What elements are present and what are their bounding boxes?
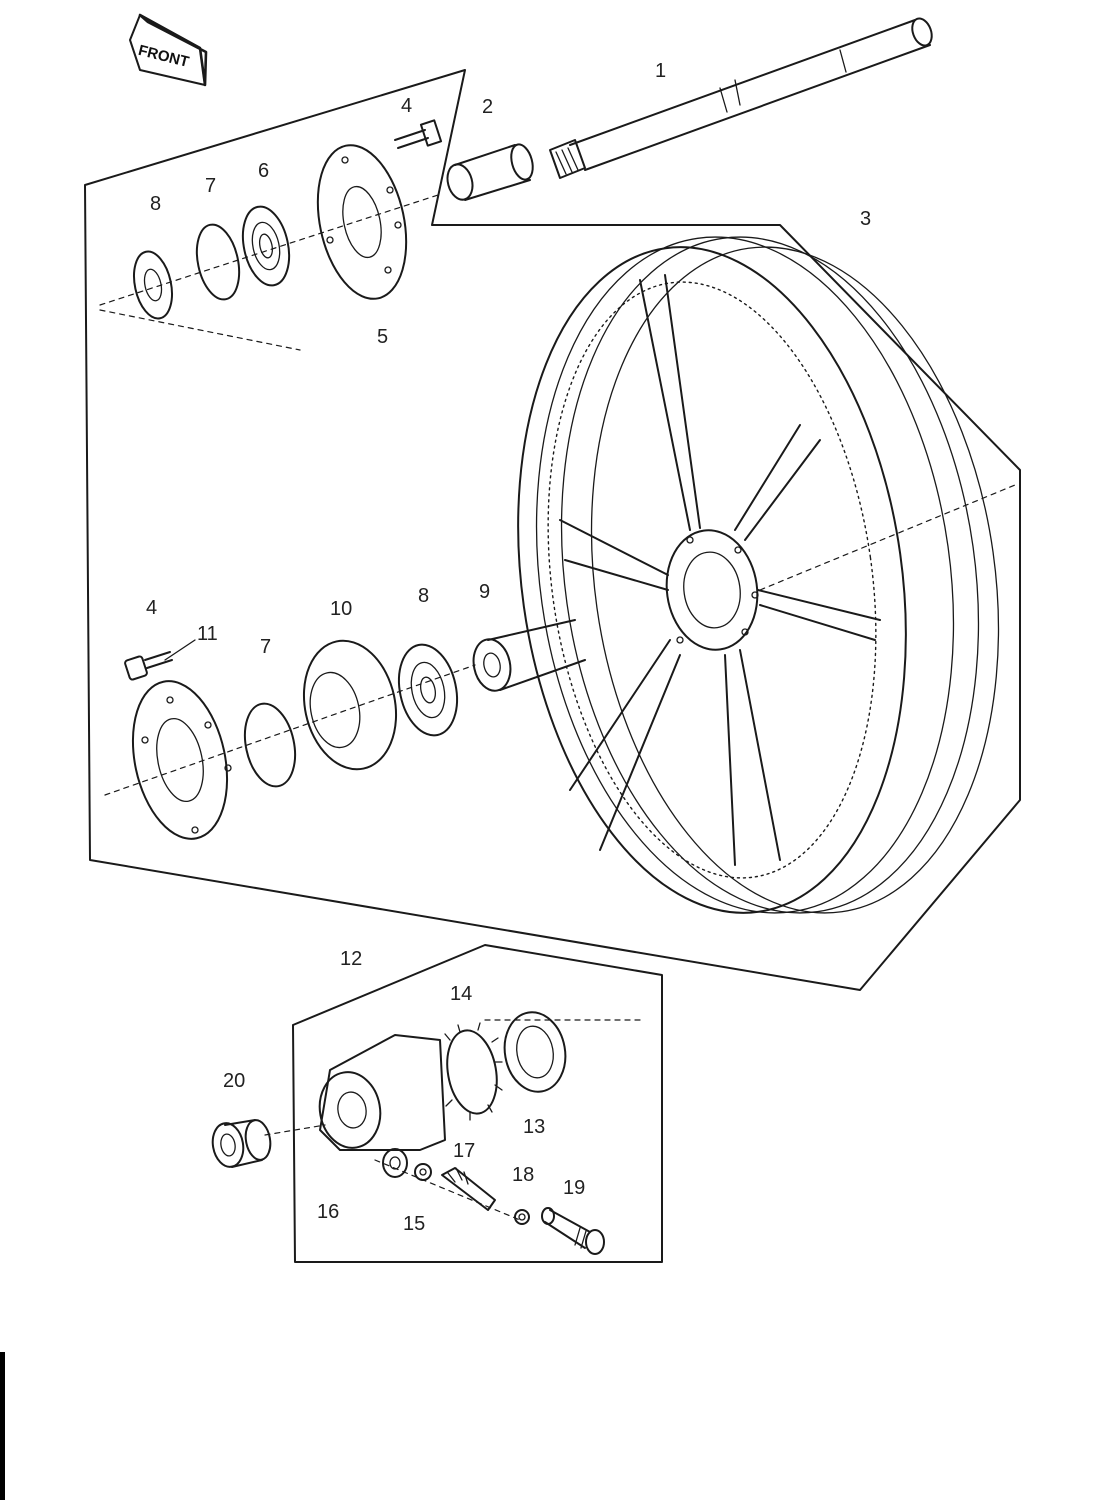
cable-fitting-part xyxy=(541,1207,605,1255)
callout-5: 5 xyxy=(377,326,388,348)
oil-seal-part xyxy=(503,1011,567,1093)
drive-gear-part xyxy=(444,1022,503,1121)
gear-housing-part xyxy=(318,1034,446,1151)
wheel-part xyxy=(517,236,1016,914)
callout-15: 15 xyxy=(403,1213,425,1235)
callout-19: 19 xyxy=(563,1177,585,1199)
callout-16: 16 xyxy=(317,1201,339,1223)
front-badge-text: FRONT xyxy=(136,42,190,71)
collar-lower-part xyxy=(472,619,586,692)
bolt-lower-part xyxy=(124,639,196,681)
callout-7-lower: 7 xyxy=(260,636,271,658)
callout-14: 14 xyxy=(450,983,472,1005)
bushing-part xyxy=(382,1148,408,1178)
callout-18: 18 xyxy=(512,1164,534,1186)
callout-2: 2 xyxy=(482,96,493,118)
axle-part xyxy=(549,17,933,179)
callout-8-lower: 8 xyxy=(418,585,429,607)
bearing-upper-part xyxy=(241,205,291,287)
page-edge-bar xyxy=(0,1352,5,1500)
speedometer-group-outline xyxy=(292,944,663,1263)
spacer-part xyxy=(446,143,534,201)
callout-7-upper: 7 xyxy=(205,175,216,197)
callout-13: 13 xyxy=(523,1116,545,1138)
bolt-upper-part xyxy=(394,119,443,149)
callout-12: 12 xyxy=(340,948,362,970)
seal-upper-part xyxy=(133,250,173,320)
retainer-part xyxy=(302,639,398,771)
spacer-speedo-part xyxy=(211,1119,326,1168)
lower-axis-line xyxy=(104,664,476,796)
callout-10: 10 xyxy=(330,598,352,620)
circlip-lower-part xyxy=(243,702,297,788)
main-assembly-outline xyxy=(84,69,1021,991)
callout-20: 20 xyxy=(223,1070,245,1092)
callout-17: 17 xyxy=(453,1140,475,1162)
callout-4-upper: 4 xyxy=(401,95,412,117)
callout-3: 3 xyxy=(860,208,871,230)
speedo-axis-line xyxy=(374,1019,641,1221)
washer-part xyxy=(414,1163,432,1181)
circlip-upper-part xyxy=(195,223,241,301)
callout-4-lower: 4 xyxy=(146,597,157,619)
pinion-part xyxy=(441,1167,496,1211)
callout-11: 11 xyxy=(197,623,218,645)
callout-6: 6 xyxy=(258,160,269,182)
brake-disc-upper-part xyxy=(316,144,408,300)
callout-8-upper: 8 xyxy=(150,193,161,215)
callout-9: 9 xyxy=(479,581,490,603)
front-orientation-badge: FRONT xyxy=(129,13,208,87)
upper-axis-line xyxy=(99,194,439,351)
brake-disc-lower-part xyxy=(131,680,232,840)
callout-1: 1 xyxy=(655,60,666,82)
washer-small-part xyxy=(514,1209,530,1225)
bearing-lower-part xyxy=(397,643,459,737)
